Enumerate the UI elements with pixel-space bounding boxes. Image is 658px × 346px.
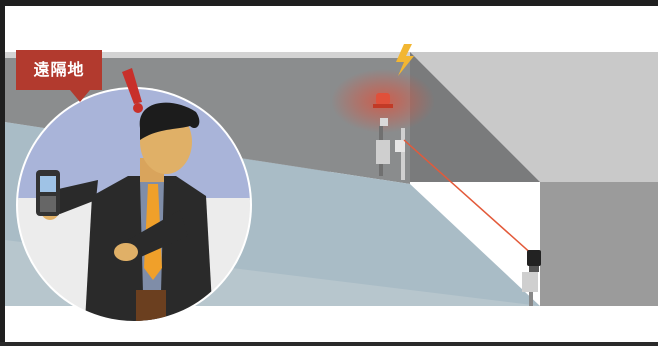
bottom-frame-bar xyxy=(0,342,658,346)
mobile-phone-icon xyxy=(36,170,60,216)
corridor-back-wall xyxy=(540,182,658,306)
label-tail xyxy=(70,90,90,102)
remote-site-label: 遠隔地 xyxy=(16,50,102,90)
